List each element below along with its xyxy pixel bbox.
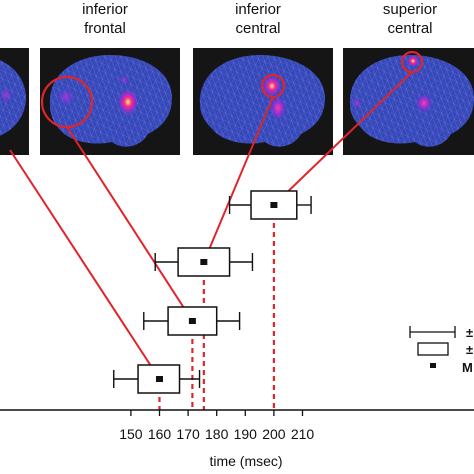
hotspot bbox=[407, 55, 419, 67]
hotspot bbox=[0, 87, 12, 103]
panel-4-label-line-2: central bbox=[387, 20, 432, 37]
x-tick-label: 190 bbox=[234, 426, 258, 442]
legend-item-median: M bbox=[430, 360, 473, 375]
legend-whisker-text: ± bbox=[466, 325, 473, 340]
box-plot-row bbox=[113, 364, 201, 394]
legend-median-text: M bbox=[462, 360, 473, 375]
panel-2-label-line-1: inferior bbox=[82, 1, 128, 18]
brain-panel-2 bbox=[40, 48, 180, 155]
brain-panel-1 bbox=[0, 48, 29, 155]
median-guides bbox=[158, 205, 275, 410]
box-plots bbox=[113, 190, 312, 394]
panel-3-label-line-1: inferior bbox=[235, 1, 281, 18]
legend-item-box: ± bbox=[417, 342, 473, 357]
x-tick-label: 150 bbox=[119, 426, 143, 442]
hotspot bbox=[263, 76, 281, 96]
x-axis-title: time (msec) bbox=[209, 453, 282, 469]
brain-panel-4 bbox=[343, 48, 474, 155]
region-labels: inferior frontal inferior central superi… bbox=[82, 1, 437, 37]
panel-4-label-line-1: superior bbox=[383, 1, 437, 18]
x-tick-label: 210 bbox=[291, 426, 315, 442]
connector-line bbox=[273, 71, 413, 206]
connector-line bbox=[202, 96, 274, 263]
panel-2-label-line-2: frontal bbox=[84, 20, 126, 37]
median-marker bbox=[270, 202, 278, 208]
connector-line bbox=[9, 149, 161, 380]
median-marker bbox=[156, 376, 163, 382]
x-tick-label: 180 bbox=[205, 426, 229, 442]
x-tick-label: 200 bbox=[262, 426, 286, 442]
hotspot bbox=[352, 97, 362, 109]
box-plot-row bbox=[154, 247, 254, 277]
box-plot-row bbox=[228, 190, 312, 220]
x-tick-label: 160 bbox=[148, 426, 172, 442]
iqr-box bbox=[177, 247, 231, 277]
box-plot-row bbox=[143, 306, 241, 336]
hotspot bbox=[119, 75, 129, 85]
hotspot bbox=[118, 89, 138, 115]
panel-3-label-line-2: central bbox=[235, 20, 280, 37]
brain-panel-3 bbox=[193, 48, 333, 155]
hotspot bbox=[270, 96, 286, 120]
median-marker bbox=[188, 318, 196, 324]
hotspot bbox=[57, 88, 75, 106]
median-marker bbox=[200, 259, 208, 265]
panel-connectors bbox=[9, 71, 413, 380]
hotspot bbox=[416, 94, 432, 112]
connector-line bbox=[66, 126, 194, 322]
legend-box-text: ± bbox=[466, 342, 473, 357]
x-tick-label: 170 bbox=[176, 426, 200, 442]
legend: ± ± M bbox=[409, 325, 473, 375]
legend-item-whisker: ± bbox=[409, 325, 473, 340]
